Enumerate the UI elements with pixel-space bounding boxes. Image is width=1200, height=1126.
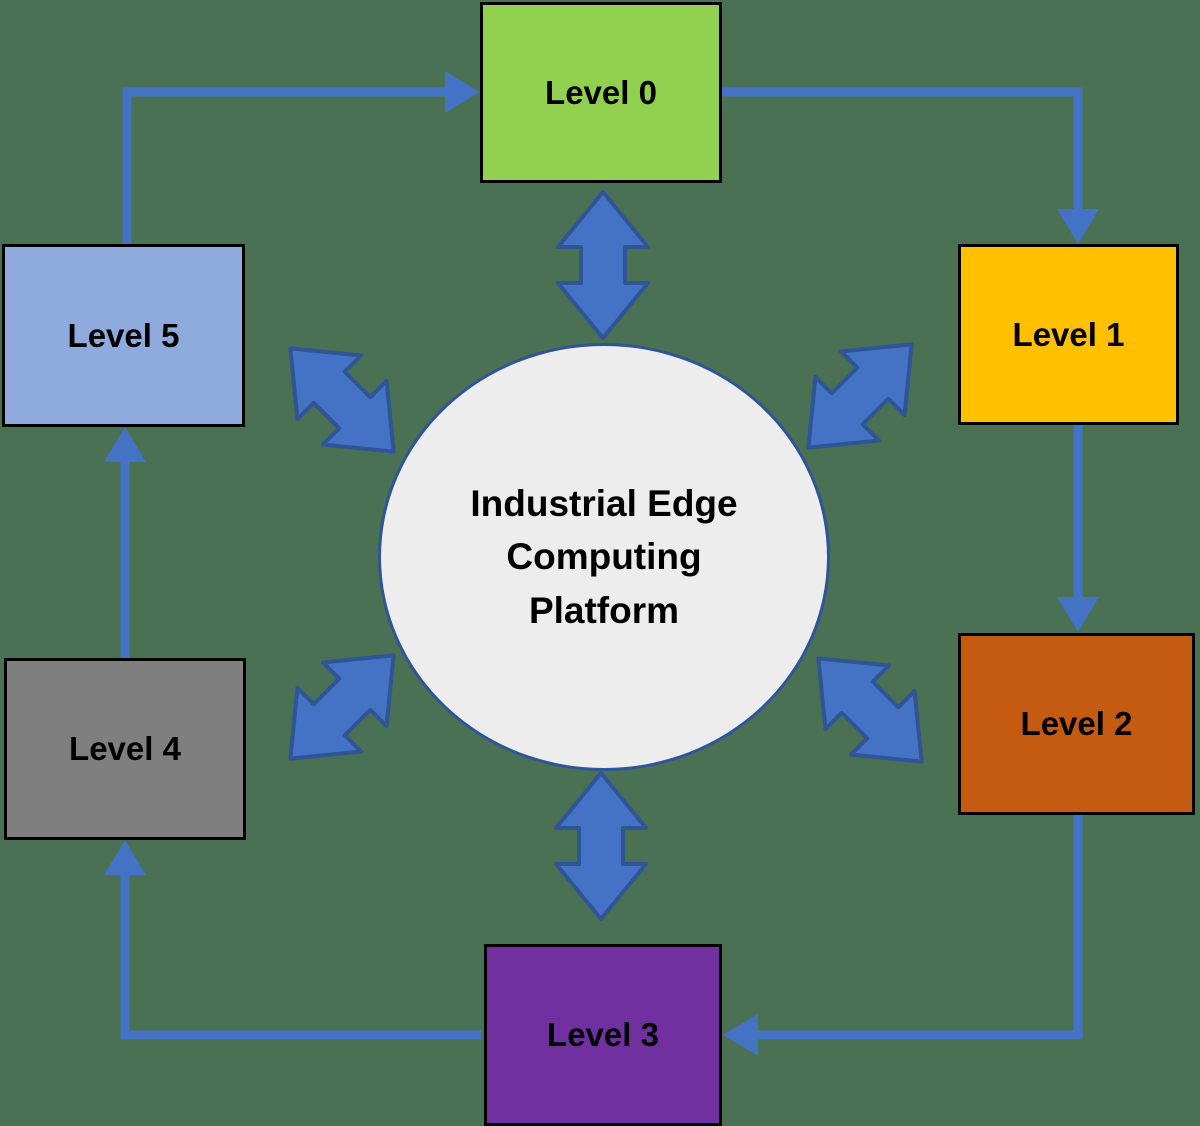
node-level-1: Level 1 <box>958 244 1179 425</box>
bidirectional-arrow-upper-right <box>806 342 914 450</box>
node-level-3: Level 3 <box>484 944 722 1126</box>
bidirectional-arrow-lower-left <box>288 653 396 761</box>
bidirectional-arrow-top <box>556 190 650 340</box>
central-platform-label: Industrial Edge Computing Platform <box>470 482 738 631</box>
flow-arrow-level5-to-level0 <box>122 71 480 244</box>
central-platform-circle: Industrial Edge Computing Platform <box>378 343 830 771</box>
node-level-2: Level 2 <box>958 633 1195 815</box>
node-level-5-label: Level 5 <box>67 316 180 354</box>
flow-arrow-level4-to-level5 <box>104 427 146 658</box>
node-level-0-label: Level 0 <box>545 73 657 111</box>
node-level-4-label: Level 4 <box>69 730 181 767</box>
bidirectional-arrow-lower-right <box>816 656 924 764</box>
node-level-2-label: Level 2 <box>1020 705 1133 742</box>
flow-arrow-level2-to-level3 <box>723 815 1083 1056</box>
flow-arrow-level1-to-level2 <box>1057 425 1099 632</box>
node-level-4: Level 4 <box>4 658 246 840</box>
node-level-0: Level 0 <box>480 2 722 183</box>
flow-arrow-level0-to-level1 <box>722 87 1099 244</box>
node-level-5: Level 5 <box>2 244 245 427</box>
bidirectional-arrow-bottom <box>554 771 648 921</box>
node-level-3-label: Level 3 <box>547 1016 659 1053</box>
flow-arrow-level3-to-level4 <box>104 840 481 1040</box>
bidirectional-arrow-upper-left <box>288 346 396 454</box>
node-level-1-label: Level 1 <box>1012 315 1125 353</box>
